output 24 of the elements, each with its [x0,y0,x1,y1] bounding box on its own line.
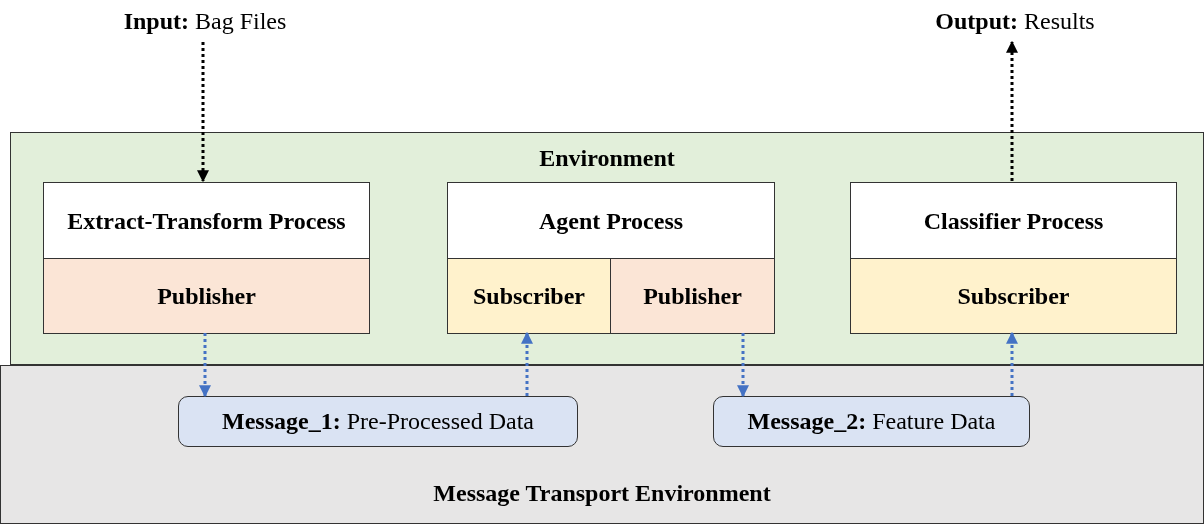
message-box: Message_2: Feature Data [713,396,1030,447]
process-title: Classifier Process [922,207,1105,236]
arrow [521,331,533,396]
band-title: Environment [538,144,676,173]
arrow [1006,40,1018,181]
component-box: Publisher [610,258,775,334]
component-box: Subscriber [850,258,1177,334]
environment-band [10,132,1204,365]
process-title: Agent Process [537,207,685,236]
output-label: Output: Results [900,4,1130,38]
arrow [1006,331,1018,396]
arrow [199,333,211,398]
band-title: Message Transport Environment [432,479,772,508]
component-box: Publisher [43,258,370,334]
process-box [850,182,1177,334]
arrow [197,42,209,183]
process-title: Extract-Transform Process [66,207,347,236]
component-box: Subscriber [447,258,611,334]
arrow [737,333,749,398]
process-box [43,182,370,334]
input-label: Input: Bag Files [60,4,350,38]
process-box [447,182,775,334]
message-box: Message_1: Pre-Processed Data [178,396,578,447]
transport-band [0,365,1204,524]
